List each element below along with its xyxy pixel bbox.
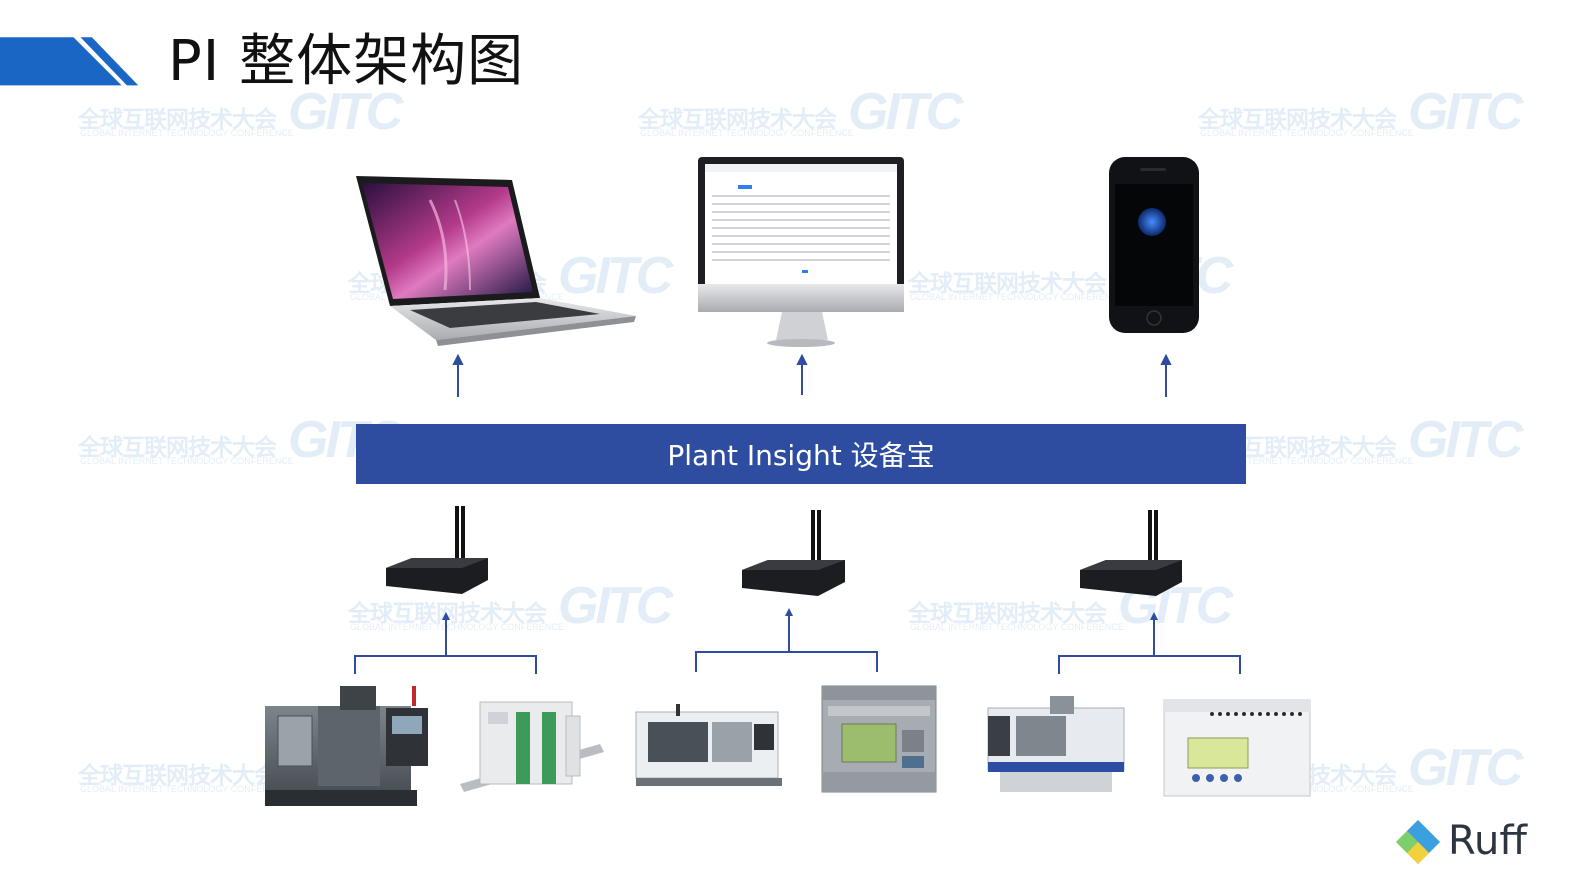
cnc-machining-center-icon (265, 686, 428, 806)
platform-bar: Plant Insight 设备宝 (356, 424, 1246, 484)
router-icon (742, 510, 845, 596)
cnc-lathe-icon (635, 704, 782, 786)
header-accent (0, 37, 139, 86)
router-icon (1080, 510, 1182, 596)
ruff-logo-icon (1396, 820, 1440, 864)
plc-module-icon (460, 701, 604, 792)
connectors (354, 614, 1241, 674)
cnc-turning-center-icon (987, 696, 1125, 792)
brand-name: Ruff (1448, 818, 1527, 864)
arrows-up (452, 353, 1172, 397)
monitor-icon (698, 157, 904, 347)
connector-arrowheads (442, 608, 1158, 620)
phone-icon (1109, 157, 1199, 333)
page-title: PI 整体架构图 (168, 29, 525, 94)
smart-relay-icon (1163, 699, 1311, 797)
platform-label: Plant Insight 设备宝 (667, 439, 935, 472)
router-icon (386, 506, 488, 594)
laptop-icon (356, 176, 636, 346)
siemens-logo-plc-icon (821, 685, 937, 793)
